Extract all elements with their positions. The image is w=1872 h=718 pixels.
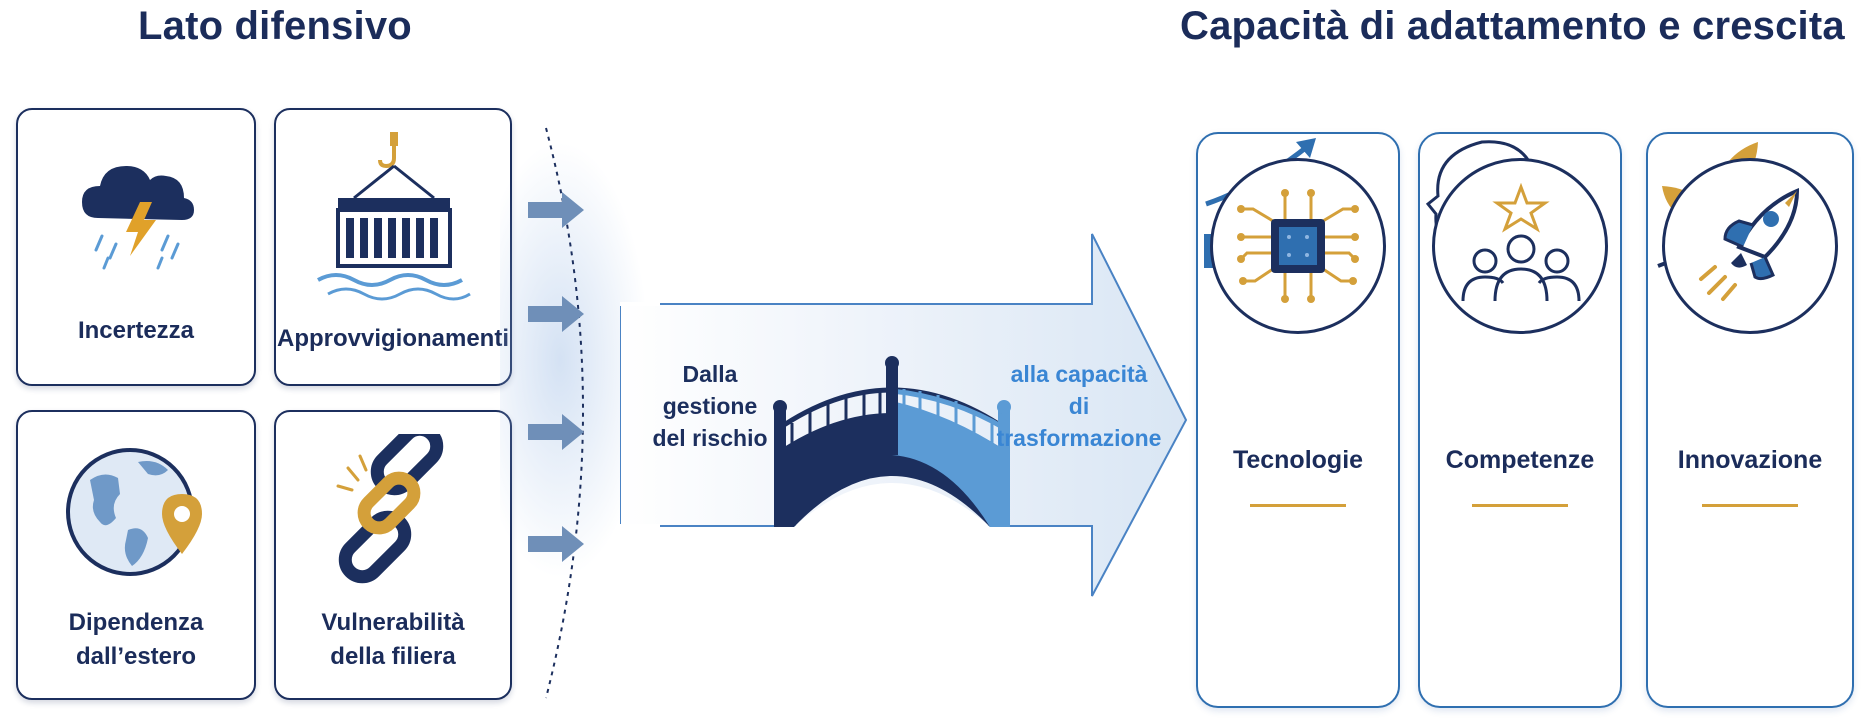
storm-cloud-icon (82, 166, 194, 270)
panel-label-tecnologie: Tecnologie (1232, 446, 1364, 474)
container-crane-icon (317, 132, 471, 301)
panel-divider-tecnologie (1250, 504, 1346, 507)
panel-innovazione: Innovazione (1646, 132, 1854, 708)
card-label-incertezza: Incertezza (77, 317, 195, 344)
bridge-right-text: alla capacità di trasformazione (996, 361, 1162, 451)
bridge-left-text: Dalla gestione del rischio (652, 361, 768, 451)
panel-divider-competenze (1472, 504, 1568, 507)
small-arrow-4 (528, 526, 584, 562)
team-star-icon (1461, 183, 1581, 302)
card-dipendenza: Dipendenza dall’estero (16, 410, 256, 700)
panel-label-competenze: Competenze (1445, 446, 1595, 474)
right-section-title: Capacità di adattamento e crescita (1180, 4, 1845, 48)
card-vulnerabilita: Vulnerabilità della filiera (274, 410, 512, 700)
card-incertezza: Incertezza (16, 108, 256, 386)
small-arrow-2 (528, 296, 584, 332)
card-label-dipendenza: Dipendenza dall’estero (68, 609, 204, 670)
panel-tecnologie: Tecnologie (1196, 132, 1400, 708)
circle-tecnologie (1210, 158, 1386, 334)
card-approvvigionamenti: Approvvigionamenti (274, 108, 512, 386)
broken-chain-icon (336, 434, 444, 584)
circle-competenze (1432, 158, 1608, 334)
small-arrow-3 (528, 414, 584, 450)
panel-divider-innovazione (1702, 504, 1798, 507)
left-section-title: Lato difensivo (138, 4, 412, 48)
microchip-icon (1237, 189, 1359, 303)
card-label-approvvigionamenti: Approvvigionamenti (276, 325, 510, 352)
panel-competenze: Competenze (1418, 132, 1622, 708)
circle-innovazione (1662, 158, 1838, 334)
card-label-vulnerabilita: Vulnerabilità della filiera (321, 609, 465, 670)
rocket-icon (1699, 187, 1800, 301)
small-arrow-1 (528, 192, 584, 228)
globe-pin-icon (66, 448, 202, 576)
panel-label-innovazione: Innovazione (1677, 446, 1823, 474)
bridge-icon (773, 356, 1011, 527)
